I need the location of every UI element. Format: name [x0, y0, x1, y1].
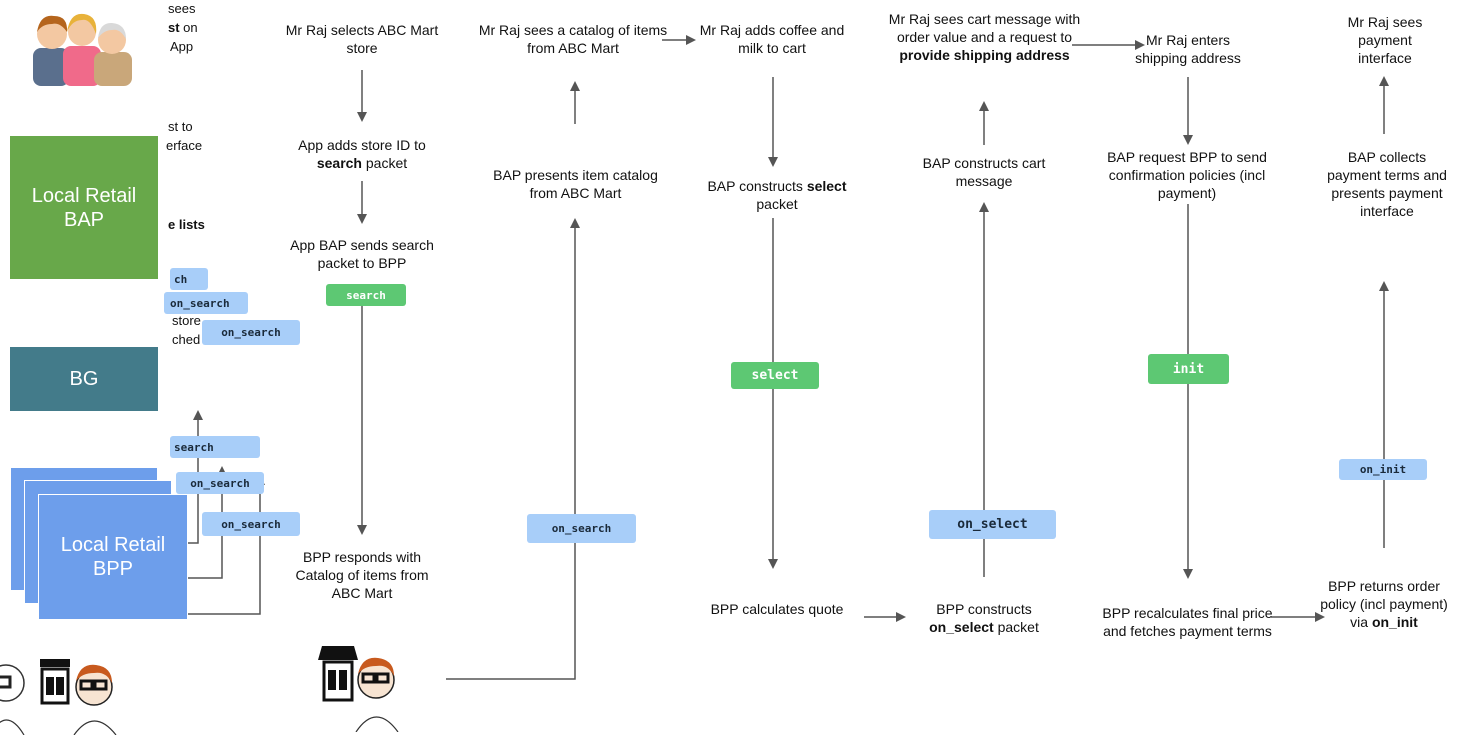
left-text-fragment-2: st on: [168, 20, 198, 35]
step-bpp-responds: BPP responds with Catalog of items from …: [295, 549, 429, 601]
step-collect-payment-terms: BAP collects payment terms and presents …: [1327, 149, 1447, 219]
left-text-fragment-5: erface: [166, 138, 203, 153]
left-pill-search: ch: [170, 268, 208, 290]
step-add-to-cart: Mr Raj adds coffee and milk to cart: [699, 22, 845, 56]
left-text-fragment-1: sees: [168, 1, 196, 16]
left-text-fragment-3: App: [170, 39, 194, 54]
pill-search: search: [326, 284, 406, 306]
store-icon: [36, 655, 122, 736]
step-see-cart-message: Mr Raj sees cart message with order valu…: [888, 11, 1081, 63]
left-pill-on-search-3: on_search: [176, 472, 264, 494]
arrow-store-to-bap-present: [446, 218, 580, 680]
left-text-fragment-8: ched: [172, 332, 201, 347]
pill-select: select: [731, 362, 819, 389]
step-return-order-policy: BPP returns order policy (incl payment) …: [1320, 578, 1448, 630]
left-text-fragment-6: e lists: [168, 217, 205, 232]
left-text-fragment-4: st to: [168, 119, 193, 134]
left-text-fragment-7: store: [172, 313, 201, 328]
step-add-store-id: App adds store ID to search packet: [298, 137, 426, 171]
left-pill-on-search-4: on_search: [202, 512, 300, 536]
left-pill-on-search-1: on_search: [164, 292, 248, 314]
pill-on-select: on_select: [929, 510, 1056, 539]
step-select-store: Mr Raj selects ABC Mart store: [285, 22, 439, 56]
local-retail-bap-box: Local Retail BAP: [10, 136, 158, 279]
step-construct-cart: BAP constructs cart message: [922, 155, 1046, 189]
step-construct-select: BAP constructs select packet: [707, 178, 847, 212]
family-icon: [30, 6, 134, 88]
step-construct-on-select: BPP constructs on_select packet: [929, 601, 1039, 635]
pill-on-init: on_init: [1339, 459, 1427, 480]
left-bpp-line-3: [186, 475, 265, 615]
bg-box: BG: [10, 347, 158, 411]
shopkeeper-icon: [0, 655, 28, 736]
step-calculate-quote: BPP calculates quote: [710, 601, 844, 617]
left-bpp-line-2: [186, 466, 227, 579]
pill-on-search: on_search: [527, 514, 636, 543]
step-request-confirmation: BAP request BPP to send confirmation pol…: [1107, 149, 1267, 201]
step-recalculate-price: BPP recalculates final price and fetches…: [1102, 605, 1273, 639]
pill-init: init: [1148, 354, 1229, 384]
step-enter-shipping: Mr Raj enters shipping address: [1135, 32, 1241, 66]
left-pill-on-search-2: on_search: [202, 320, 300, 345]
step-send-search: App BAP sends search packet to BPP: [290, 237, 434, 271]
step-see-payment-interface: Mr Raj sees payment interface: [1347, 14, 1423, 66]
step-see-catalog: Mr Raj sees a catalog of items from ABC …: [478, 22, 668, 56]
local-retail-bpp-box: Local Retail BPP: [38, 494, 188, 620]
store-person-icon: [318, 642, 404, 733]
left-pill-search-2: search: [170, 436, 260, 458]
step-bap-presents: BAP presents item catalog from ABC Mart: [493, 167, 658, 201]
